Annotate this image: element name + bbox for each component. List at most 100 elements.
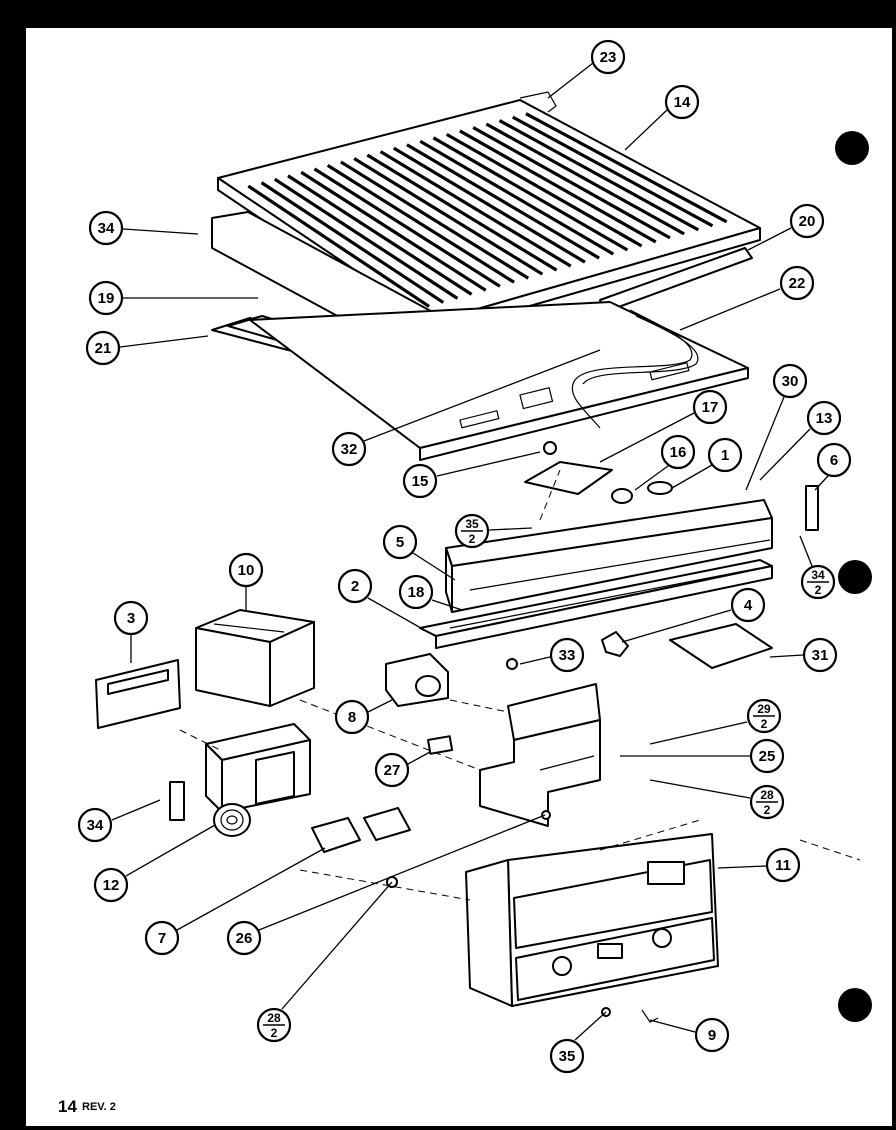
callout-circle <box>402 463 438 499</box>
callout-circle <box>549 637 585 673</box>
grille-slot <box>511 115 714 228</box>
callout-number: 33 <box>559 647 576 664</box>
registration-dot <box>838 988 872 1022</box>
leader-line <box>769 654 804 658</box>
callout-denominator: 2 <box>815 583 822 597</box>
callout-number: 31 <box>812 647 829 664</box>
callout-circle <box>749 738 785 774</box>
grille-slot <box>419 139 615 256</box>
leader-line <box>574 1011 607 1041</box>
callout-34: 34 <box>88 210 124 246</box>
terminal-block <box>311 817 361 853</box>
grille-panel <box>217 99 761 335</box>
leader-line <box>717 865 767 869</box>
leader-line <box>624 109 668 151</box>
leader-line <box>621 609 732 643</box>
leader-line <box>363 349 601 442</box>
leader-line <box>799 535 813 567</box>
callout-number: 25 <box>759 748 776 765</box>
callout-numerator: 35 <box>465 517 479 531</box>
callout-7: 7 <box>144 920 180 956</box>
callout-circle <box>144 920 180 956</box>
leader-line <box>634 465 669 491</box>
control-housing-bar <box>445 499 773 613</box>
callout-31: 31 <box>802 637 838 673</box>
leader-line <box>488 527 533 531</box>
switch-clip <box>601 631 629 657</box>
registration-dot <box>838 560 872 594</box>
callout-circle <box>779 265 815 301</box>
callout-11: 11 <box>765 847 801 883</box>
callout-18: 18 <box>398 574 434 610</box>
lower-channel <box>419 559 773 649</box>
leader-line <box>649 779 751 799</box>
callout-circle <box>334 699 370 735</box>
callout-circle <box>765 847 801 883</box>
callout-number: 3 <box>127 610 135 627</box>
callout-number: 2 <box>351 578 359 595</box>
callout-denominator: 2 <box>764 803 771 817</box>
grille-slot <box>273 177 459 300</box>
control-panel <box>465 833 719 1007</box>
control-box <box>195 609 315 707</box>
leader-line <box>407 751 431 765</box>
grille-slot <box>340 160 530 280</box>
callout-circle <box>337 568 373 604</box>
switch <box>427 735 454 755</box>
grille-clip <box>519 91 557 113</box>
mounting-plate <box>249 301 749 461</box>
damper-bracket <box>524 461 613 495</box>
grille-slot <box>445 132 643 248</box>
callout-circle <box>85 330 121 366</box>
leader-line <box>281 881 393 1010</box>
callout-number: 7 <box>158 930 166 947</box>
callout-numerator: 29 <box>757 702 771 716</box>
relay-coil <box>213 803 251 837</box>
leader-line <box>747 227 792 251</box>
leader-line <box>111 799 161 821</box>
grille-slot <box>432 136 629 252</box>
revision-label: REV. 2 <box>82 1101 116 1113</box>
callout-circle <box>802 637 838 673</box>
callout-number: 23 <box>600 49 617 66</box>
callout-number: 9 <box>708 1027 716 1044</box>
callout-number: 27 <box>384 762 401 779</box>
assembly-guides <box>179 469 861 901</box>
grille-slot <box>353 157 544 276</box>
knob-clip <box>647 481 673 495</box>
callout-number: 30 <box>782 373 799 390</box>
callout-13: 13 <box>806 400 842 436</box>
callout-number: 19 <box>98 290 115 307</box>
grille-slot <box>392 146 586 264</box>
leader-line <box>745 396 785 491</box>
grille-slot <box>366 153 558 272</box>
callout-22: 22 <box>779 265 815 301</box>
leader-line <box>759 428 811 481</box>
callout-27: 27 <box>374 752 410 788</box>
grille-slot <box>459 129 657 244</box>
screw <box>506 658 518 670</box>
callout-circle <box>331 431 367 467</box>
callout-8: 8 <box>334 699 370 735</box>
callout-circle <box>664 84 700 120</box>
control-knob <box>611 488 633 504</box>
grille-slot <box>379 150 572 268</box>
callout-number: 17 <box>702 399 719 416</box>
callout-5: 5 <box>382 524 418 560</box>
callout-number: 10 <box>238 562 255 579</box>
callout-number: 6 <box>830 452 838 469</box>
callout-3: 3 <box>113 600 149 636</box>
grille-slot <box>260 181 445 304</box>
leader-line <box>412 552 456 581</box>
grille-slot <box>287 174 473 296</box>
callout-number: 11 <box>775 857 791 874</box>
screw <box>541 810 551 820</box>
grille-slot <box>485 122 685 236</box>
callout-circle <box>660 434 696 470</box>
callout-10: 10 <box>228 552 264 588</box>
callout-23: 23 <box>590 39 626 75</box>
callout-15: 15 <box>402 463 438 499</box>
callout-number: 26 <box>236 930 253 947</box>
callout-12: 12 <box>93 867 129 903</box>
callout-21: 21 <box>85 330 121 366</box>
